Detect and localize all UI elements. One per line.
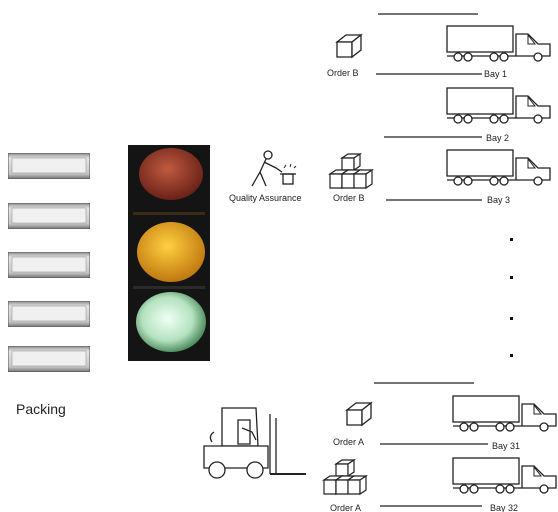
- truck-icon: [447, 150, 550, 185]
- quality-assurance-label: Quality Assurance: [229, 193, 302, 203]
- bay-label-31: Bay 31: [492, 441, 520, 451]
- shelf-1: [8, 153, 90, 179]
- box-icon: [347, 403, 371, 425]
- order-b-top-label: Order B: [327, 68, 359, 78]
- traffic-light: [128, 145, 210, 361]
- amber-lamp: [137, 222, 205, 282]
- bay-label-32: Bay 32: [490, 503, 518, 512]
- continuation-dots: [510, 238, 513, 357]
- quality-assurance-worker-icon: [252, 151, 296, 186]
- box-icon: [337, 35, 361, 57]
- shelf-5: [8, 346, 90, 372]
- order-a-bottom-label: Order A: [330, 503, 361, 512]
- bay-label-3: Bay 3: [487, 195, 510, 205]
- shelf-4: [8, 301, 90, 327]
- truck-icon: [453, 458, 556, 493]
- truck-icon: [453, 396, 556, 431]
- shelf-2: [8, 203, 90, 229]
- shelf-3: [8, 252, 90, 278]
- truck-icon: [447, 88, 550, 123]
- truck-icon: [447, 26, 550, 61]
- box-stack-icon: [324, 460, 366, 494]
- forklift-icon: [204, 408, 306, 478]
- red-lamp: [139, 148, 203, 200]
- box-stack-icon: [330, 154, 372, 188]
- bay-label-1: Bay 1: [484, 69, 507, 79]
- packing-shelves: [8, 153, 90, 372]
- green-lamp: [136, 292, 206, 352]
- order-b-qa-label: Order B: [333, 193, 365, 203]
- packing-label: Packing: [16, 401, 66, 417]
- bay-label-2: Bay 2: [486, 133, 509, 143]
- order-a-top-label: Order A: [333, 437, 364, 447]
